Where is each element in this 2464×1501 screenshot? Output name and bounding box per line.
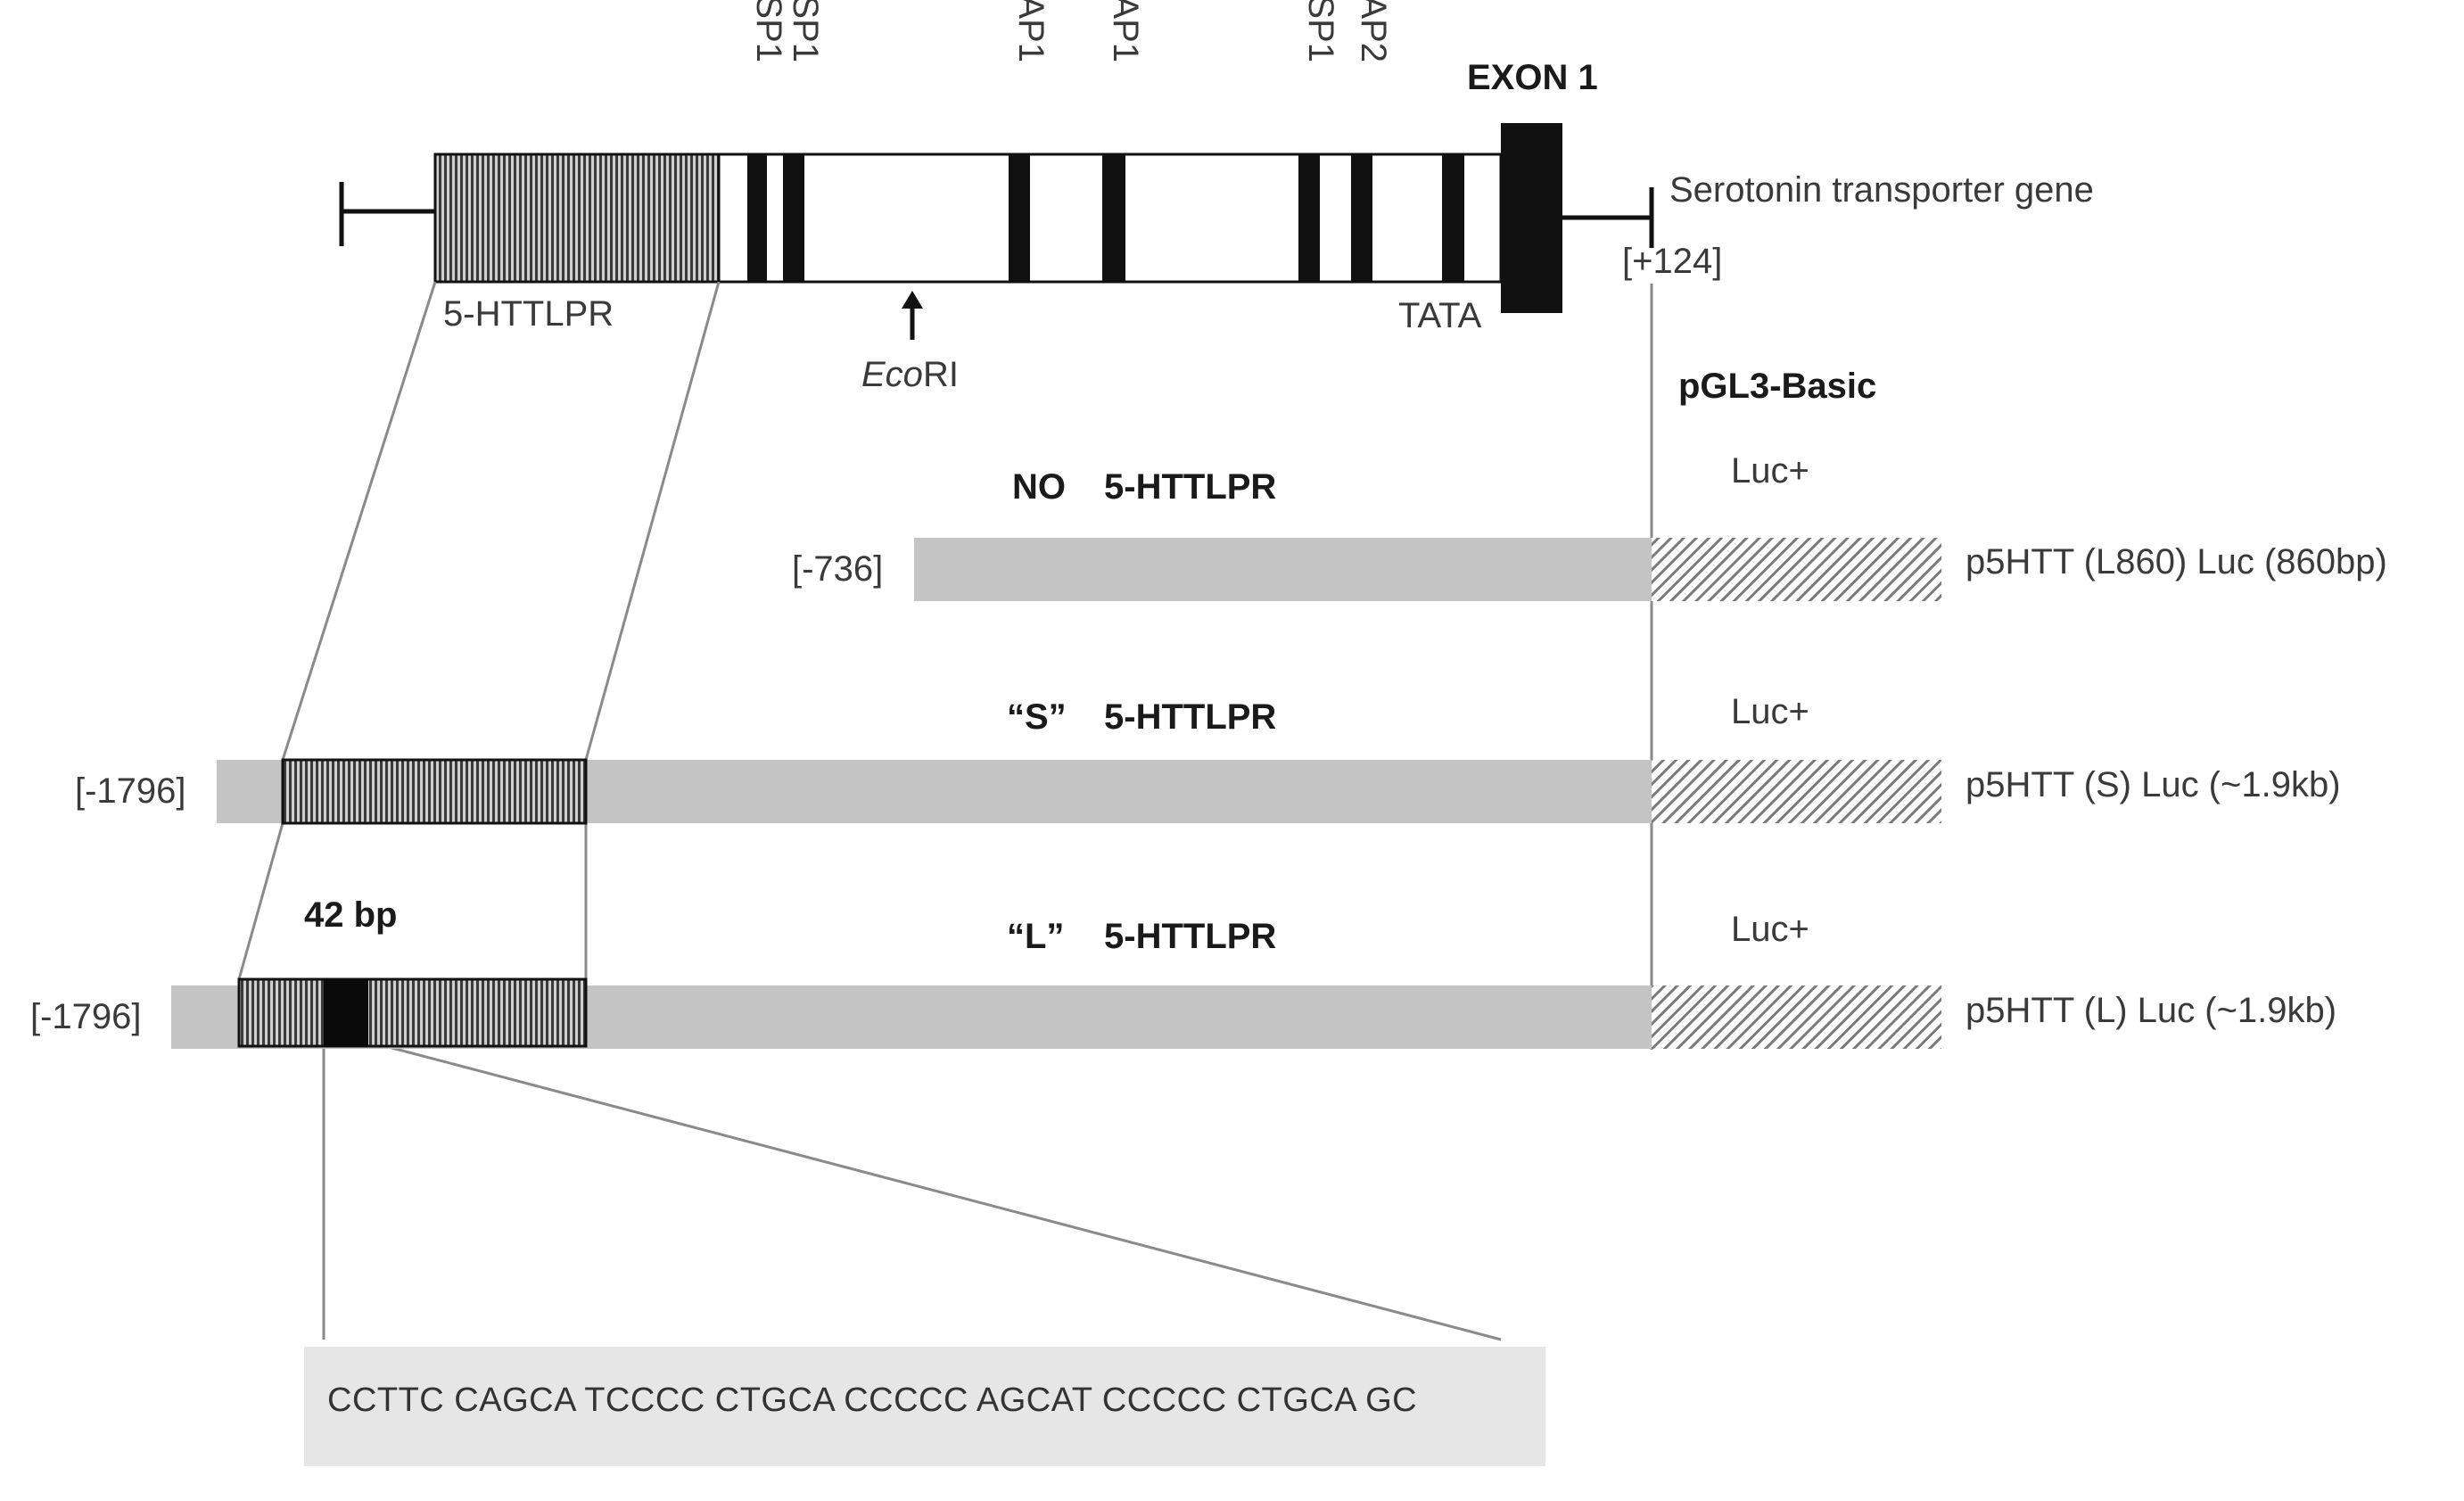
construct-title-prefix: NO: [1012, 467, 1066, 507]
zoom-line-left-upper: [281, 281, 437, 761]
insert-sequence-panel: CCTTC CAGCA TCCCC CTGCA CCCCC AGCAT CCCC…: [304, 1347, 1545, 1466]
sequence-callout-right: [384, 1044, 1502, 1341]
construct-l-httlpr: 42 bp “L” 5-HTTLPR Luc+ [-1796] p5HTT (L…: [30, 895, 2336, 1049]
tata-box-band: [1442, 154, 1464, 282]
ecori-label: EcoRI: [861, 355, 959, 394]
httlpr-region-label: 5-HTTLPR: [443, 294, 614, 334]
construct-title-prefix: “S”: [1007, 697, 1067, 737]
ecori-label-italic: Eco: [861, 355, 923, 394]
sequence-box: [304, 1347, 1545, 1466]
ap1-site-band: [1009, 154, 1030, 282]
httlpr-short-allele: [281, 758, 588, 825]
httlpr-long-allele: [237, 977, 588, 1048]
zoom-line-right-upper: [584, 281, 721, 761]
construct-title-prefix: “L”: [1007, 917, 1064, 956]
ecori-arrow-icon: [902, 291, 923, 309]
luciferase-bar: [1652, 986, 1941, 1049]
site-label-sp1: SP1: [786, 0, 825, 62]
ecori-label-rest: RI: [923, 355, 959, 394]
tata-label: TATA: [1398, 296, 1482, 335]
construct-start-label: [-736]: [792, 549, 883, 589]
construct-name: p5HTT (L860) Luc (860bp): [1965, 542, 2387, 581]
site-label-ap2: AP2: [1354, 0, 1393, 62]
construct-title-region: 5-HTTLPR: [1104, 917, 1276, 956]
site-label-ap1: AP1: [1106, 0, 1145, 62]
gene-map: SP1 SP1 AP1 AP1 SP1 AP2 EXON 1 Serotonin…: [339, 0, 2094, 394]
insert-sequence: CCTTC CAGCA TCCCC CTGCA CCCCC AGCAT CCCC…: [327, 1381, 1417, 1419]
site-label-ap1: AP1: [1011, 0, 1051, 62]
construct-start-label: [-1796]: [30, 997, 142, 1036]
construct-name: p5HTT (S) Luc (~1.9kb): [1965, 765, 2341, 804]
exon1-label: EXON 1: [1467, 58, 1598, 97]
site-label-sp1: SP1: [749, 0, 788, 62]
construct-s-httlpr: “S” 5-HTTLPR Luc+ [-1796] p5HTT (S) Luc …: [75, 692, 2341, 825]
zoom-line-left-lower: [237, 822, 284, 980]
luc-label: Luc+: [1731, 910, 1809, 949]
construct-title-region: 5-HTTLPR: [1104, 467, 1276, 507]
promoter-fragment-bar: [914, 538, 1652, 601]
construct-start-label: [-1796]: [75, 771, 186, 811]
construct-name: p5HTT (L) Luc (~1.9kb): [1965, 991, 2336, 1030]
sp1-site-band: [783, 154, 804, 282]
httlpr-region: [433, 153, 721, 284]
luciferase-bar: [1652, 760, 1941, 823]
end-coordinate-label: [+124]: [1622, 242, 1722, 281]
ap1-site-band: [1102, 154, 1125, 282]
site-label-sp1: SP1: [1301, 0, 1340, 62]
construct-no-httlpr: NO 5-HTTLPR Luc+ [-736] p5HTT (L860) Luc…: [792, 451, 2387, 601]
insert-42bp-block: [324, 979, 368, 1046]
insert-length-label: 42 bp: [304, 895, 397, 935]
vector-label: pGL3-Basic: [1678, 367, 1876, 406]
exon1-block: [1501, 123, 1562, 313]
sp1-site-band: [747, 154, 767, 282]
construct-title-region: 5-HTTLPR: [1104, 697, 1276, 737]
guide-lines: [237, 281, 1653, 1341]
sp1-site-band: [1298, 154, 1320, 282]
luc-label: Luc+: [1731, 451, 1809, 491]
gene-name-label: Serotonin transporter gene: [1669, 170, 2094, 210]
ap2-site-band: [1351, 154, 1372, 282]
luciferase-bar: [1652, 538, 1941, 601]
luc-label: Luc+: [1731, 692, 1809, 731]
